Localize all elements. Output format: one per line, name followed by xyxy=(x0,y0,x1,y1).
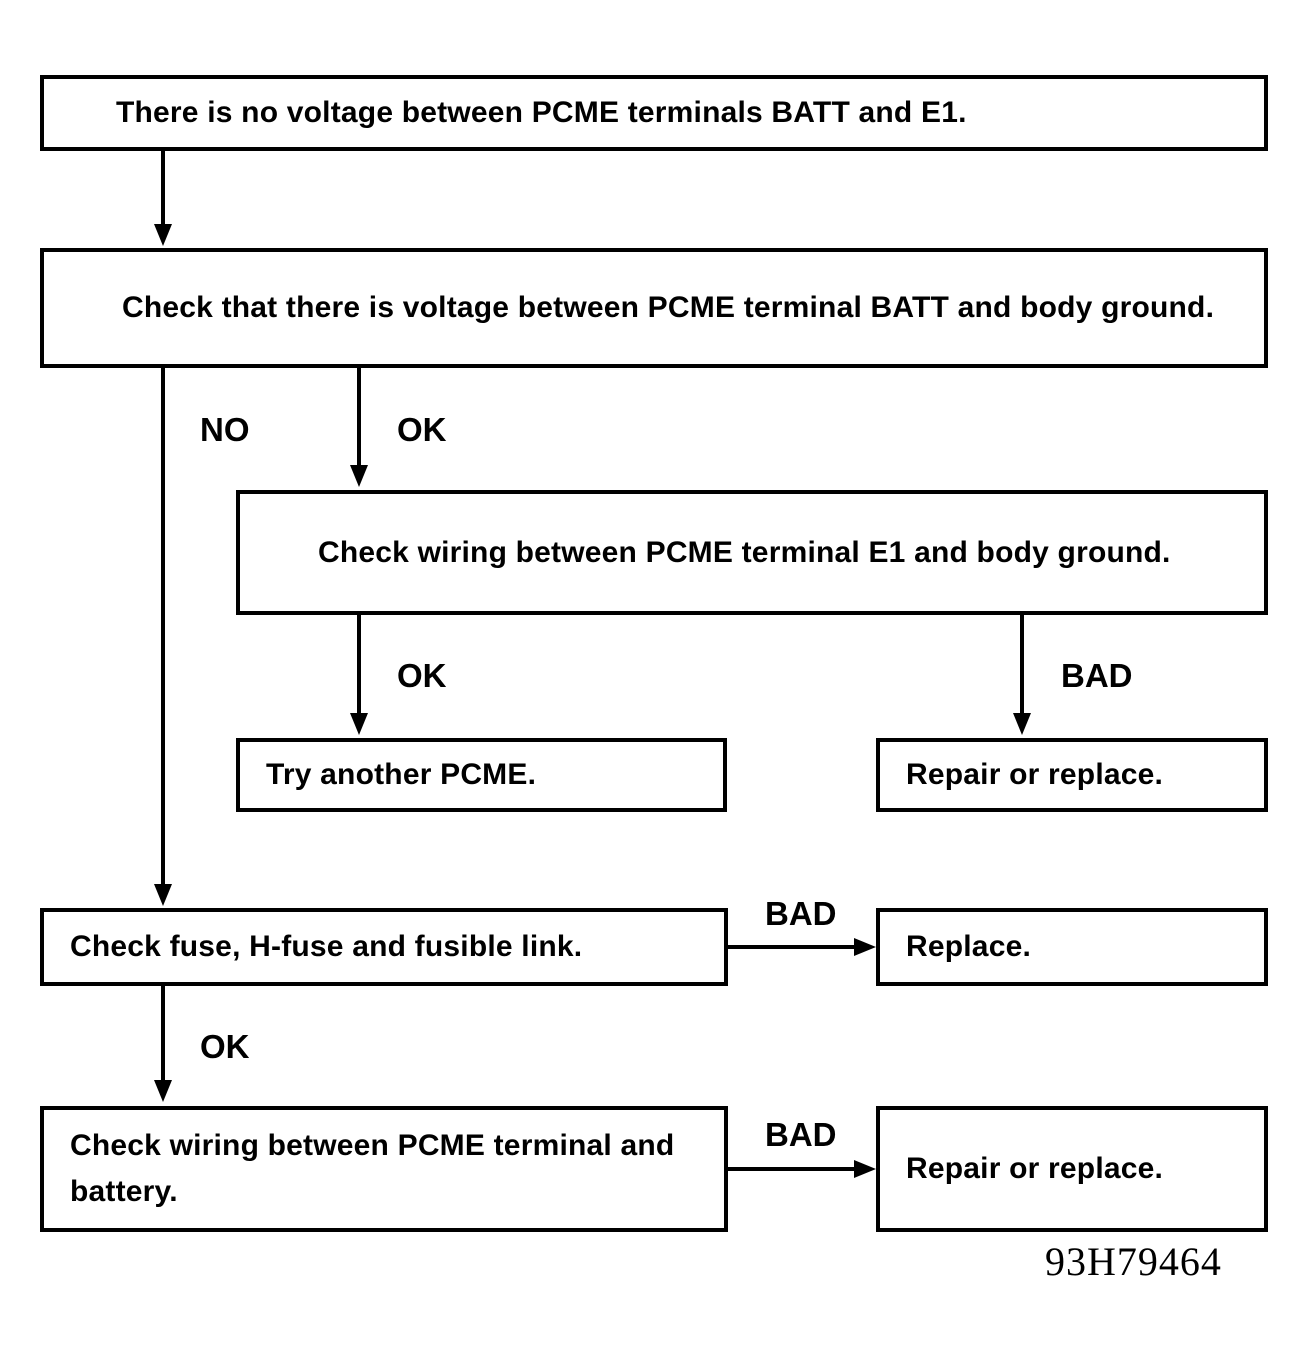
node-try-another-pcme-label: Try another PCME. xyxy=(266,758,537,791)
node-check-batt-voltage-label: Check that there is voltage between PCME… xyxy=(122,291,1215,324)
edge-check-batt-ok-arrow xyxy=(350,465,368,487)
node-symptom: There is no voltage between PCME termina… xyxy=(40,75,1268,151)
edge-check-batt-no-line xyxy=(161,368,165,886)
node-repair-or-replace-e1: Repair or replace. xyxy=(876,738,1268,812)
edge-symptom-to-check-batt-line xyxy=(161,151,165,227)
node-check-battery-wiring-label: Check wiring between PCME terminal and b… xyxy=(70,1129,675,1208)
node-replace-fuse: Replace. xyxy=(876,908,1268,986)
edge-label-check-batt-no: NO xyxy=(200,411,250,448)
node-repair-or-replace-battery-label: Repair or replace. xyxy=(906,1152,1164,1185)
node-check-e1-wiring-label: Check wiring between PCME terminal E1 an… xyxy=(318,535,1171,569)
node-check-battery-wiring: Check wiring between PCME terminal and b… xyxy=(40,1106,728,1232)
node-check-batt-voltage: Check that there is voltage between PCME… xyxy=(40,248,1268,368)
edge-check-e1-bad-line xyxy=(1020,615,1024,715)
edge-check-fuse-bad-arrow xyxy=(854,938,876,956)
edge-check-fuse-ok-arrow xyxy=(154,1080,172,1102)
edge-check-e1-ok-arrow xyxy=(350,713,368,735)
edge-check-fuse-ok-line xyxy=(161,986,165,1082)
node-check-e1-wiring: Check wiring between PCME terminal E1 an… xyxy=(236,490,1268,615)
edge-symptom-to-check-batt-arrow xyxy=(154,224,172,246)
edge-check-battery-bad-line xyxy=(728,1167,858,1171)
edge-label-check-fuse-ok: OK xyxy=(200,1028,250,1065)
edge-label-check-battery-bad: BAD xyxy=(765,1116,837,1153)
edge-check-battery-bad-arrow xyxy=(854,1160,876,1178)
edge-label-check-e1-ok: OK xyxy=(397,657,447,694)
edge-check-e1-bad-arrow xyxy=(1013,713,1031,735)
edge-check-batt-ok-line xyxy=(357,368,361,467)
edge-check-batt-no-arrow xyxy=(154,884,172,906)
node-check-fuse-label: Check fuse, H-fuse and fusible link. xyxy=(70,930,583,963)
node-repair-or-replace-battery: Repair or replace. xyxy=(876,1106,1268,1232)
node-repair-or-replace-e1-label: Repair or replace. xyxy=(906,758,1164,791)
node-try-another-pcme: Try another PCME. xyxy=(236,738,727,812)
reference-code: 93H79464 xyxy=(1045,1239,1222,1284)
edge-check-fuse-bad-line xyxy=(728,945,858,949)
node-check-fuse: Check fuse, H-fuse and fusible link. xyxy=(40,908,728,986)
edge-check-e1-ok-line xyxy=(357,615,361,715)
edge-label-check-batt-ok: OK xyxy=(397,411,447,448)
edge-label-check-e1-bad: BAD xyxy=(1061,657,1133,694)
edge-label-check-fuse-bad: BAD xyxy=(765,895,837,932)
node-replace-fuse-label: Replace. xyxy=(906,930,1031,963)
node-symptom-label: There is no voltage between PCME termina… xyxy=(116,96,967,129)
